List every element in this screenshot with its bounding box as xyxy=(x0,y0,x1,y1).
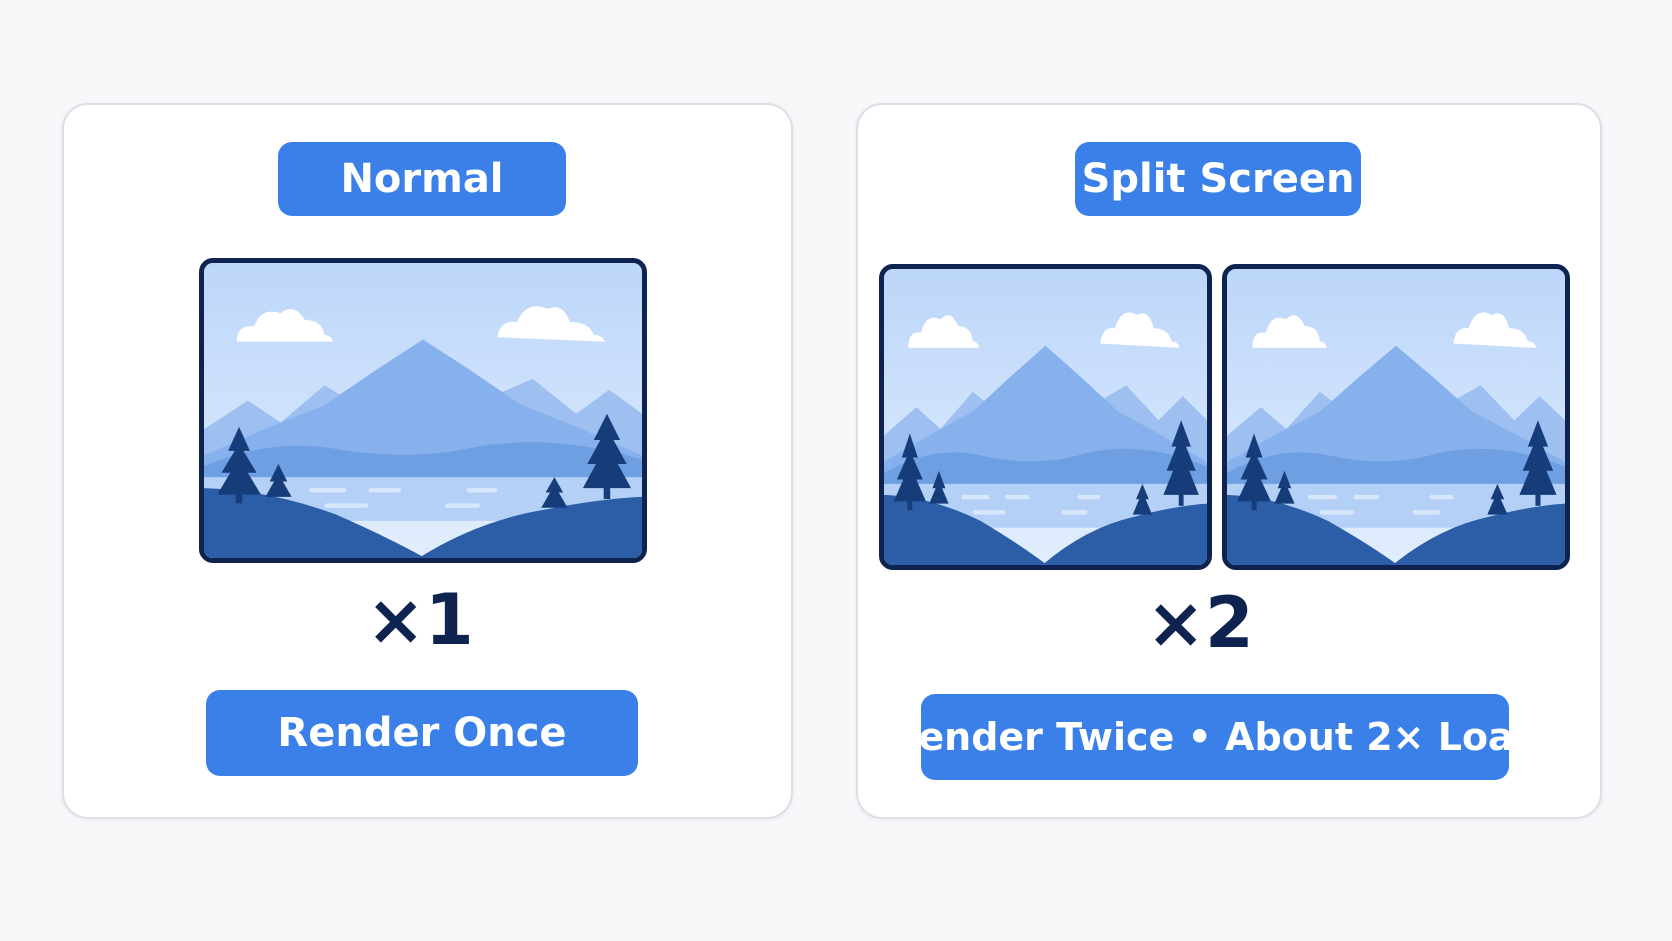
landscape-icon xyxy=(1222,264,1570,570)
normal-render-count: ×1 xyxy=(366,579,474,661)
split-screen-title-badge: Split Screen xyxy=(1075,142,1361,216)
split-caption-badge: Render Twice • About 2× Load xyxy=(889,694,1541,780)
normal-caption-badge: Render Once xyxy=(206,690,638,776)
split-render-count: ×2 xyxy=(1146,582,1254,664)
normal-title-badge: Normal xyxy=(278,142,566,216)
landscape-icon xyxy=(879,264,1212,570)
landscape-icon xyxy=(199,258,647,563)
